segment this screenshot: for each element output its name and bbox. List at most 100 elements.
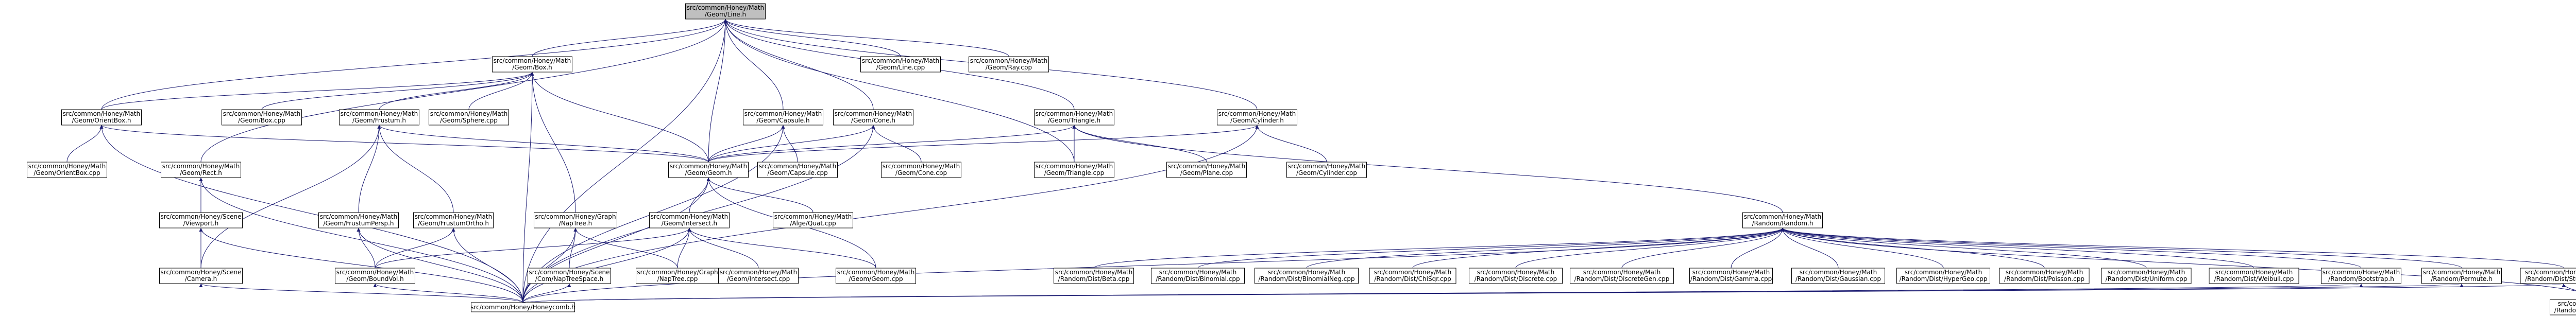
node-n30[interactable]: src/common/Honey/Graph/NapTree.cpp xyxy=(636,268,719,284)
edge-n33-to-n24 xyxy=(522,227,691,303)
node-n42[interactable]: src/common/Honey/Math/Random/Dist/HyperG… xyxy=(1896,268,1990,284)
node-n22[interactable]: src/common/Honey/Math/Geom/FrustumPersp.… xyxy=(318,212,399,228)
node-n27[interactable]: src/common/Honey/Scene/Camera.h xyxy=(159,268,243,284)
node-label-path: src/common/Honey/Math xyxy=(1159,269,1236,276)
edge-n4-to-n1 xyxy=(101,72,534,110)
node-box xyxy=(161,162,241,178)
node-label-file: /Com/NapTreeSpace.h xyxy=(535,275,603,283)
node-label-file: /Geom/Cylinder.cpp xyxy=(1296,169,1357,177)
node-n7[interactable]: src/common/Honey/Math/Geom/Sphere.cpp xyxy=(429,109,509,126)
node-label-path: src/common/Honey/Math xyxy=(1036,110,1113,117)
node-n32[interactable]: src/common/Honey/Math/Geom/Geom.cpp xyxy=(836,268,916,284)
node-n34[interactable]: src/common/Honey/Math/Random/Dist/Beta.c… xyxy=(1054,268,1134,284)
edge-n43-to-n26 xyxy=(1781,227,2045,269)
node-label-path: src/common/Honey/Math xyxy=(162,163,240,170)
node-n49[interactable]: src/common/Honey/Math/Random/Dist/Studen… xyxy=(2550,299,2576,315)
node-label-path: src/common/Honey/Math xyxy=(223,110,300,117)
node-label-file: /Geom/Line.cpp xyxy=(876,64,925,71)
node-box xyxy=(27,162,107,178)
node-n16[interactable]: src/common/Honey/Math/Geom/Cone.cpp xyxy=(881,162,961,178)
node-box xyxy=(318,212,399,228)
node-n8[interactable]: src/common/Honey/Math/Geom/Capsule.h xyxy=(743,109,823,126)
edge-n33-to-n26 xyxy=(522,227,1785,303)
node-n15[interactable]: src/common/Honey/Math/Geom/Capsule.cpp xyxy=(757,162,838,178)
edge-n23-to-n6 xyxy=(377,125,454,213)
node-n11[interactable]: src/common/Honey/Math/Geom/Cylinder.h xyxy=(1217,109,1297,126)
edge-n33-to-n0 xyxy=(522,19,727,303)
node-label-path: src/common/Honey/Math xyxy=(1692,269,1770,276)
node-n3[interactable]: src/common/Honey/Math/Geom/Ray.cpp xyxy=(969,56,1049,73)
node-label-path: src/common/Honey/Math xyxy=(1744,213,1821,220)
node-label-file: /Viewport.h xyxy=(183,220,219,227)
node-n45[interactable]: src/common/Honey/Math/Random/Dist/Weibul… xyxy=(2209,268,2299,284)
node-n18[interactable]: src/common/Honey/Math/Geom/Plane.cpp xyxy=(1166,162,1247,178)
node-box xyxy=(1034,162,1114,178)
node-label-path: src/common/Honey/Math xyxy=(1055,269,1132,276)
edge-n36-to-n26 xyxy=(1306,227,1785,269)
node-label-path: src/common/Honey/Math xyxy=(1288,163,1365,170)
edge-n34-to-n26 xyxy=(1093,227,1785,269)
edge-n21-to-n1 xyxy=(530,72,576,213)
node-box xyxy=(743,109,823,126)
edge-n25-to-n14 xyxy=(706,177,814,213)
node-n28[interactable]: src/common/Honey/Math/Geom/BoundVol.h xyxy=(335,268,415,284)
node-n33[interactable]: src/common/Honey/Honeycomb.h xyxy=(470,302,575,312)
edge-n46-to-n26 xyxy=(1781,227,2362,269)
node-n13[interactable]: src/common/Honey/Math/Geom/Rect.h xyxy=(161,162,241,178)
node-n44[interactable]: src/common/Honey/Math/Random/Dist/Unifor… xyxy=(2101,268,2192,284)
edge-n5-to-n1 xyxy=(261,72,534,110)
node-n31[interactable]: src/common/Honey/Math/Geom/Intersect.cpp xyxy=(718,268,799,284)
node-box xyxy=(1255,268,1359,284)
graph-edges xyxy=(66,19,2576,303)
node-n10[interactable]: src/common/Honey/Math/Geom/Triangle.h xyxy=(1034,109,1114,126)
node-label-file: /Random/Dist/Uniform.cpp xyxy=(2106,275,2188,283)
node-box xyxy=(1469,268,1563,284)
node-n21[interactable]: src/common/Honey/Graph/NapTree.h xyxy=(534,212,617,228)
node-label-file: /Random/Dist/DiscreteGen.cpp xyxy=(1574,275,1670,283)
node-n12[interactable]: src/common/Honey/Math/Geom/OrientBox.cpp xyxy=(27,162,107,178)
node-box xyxy=(1791,268,1885,284)
node-n25[interactable]: src/common/Honey/Math/Alge/Quat.cpp xyxy=(773,212,853,228)
node-n39[interactable]: src/common/Honey/Math/Random/Dist/Discre… xyxy=(1570,268,1674,284)
node-label-path: src/common/Honey/Math xyxy=(744,110,822,117)
node-n17[interactable]: src/common/Honey/Math/Geom/Triangle.cpp xyxy=(1034,162,1114,178)
node-n6[interactable]: src/common/Honey/Math/Geom/Frustum.h xyxy=(339,109,419,126)
node-n14[interactable]: src/common/Honey/Math/Geom/Geom.h xyxy=(668,162,749,178)
node-label-path: src/common/Honey/Graph xyxy=(637,269,718,276)
edge-n4-to-n0 xyxy=(101,19,727,110)
node-label-path: src/common/Honey/Math xyxy=(1036,163,1113,170)
node-box xyxy=(718,268,799,284)
node-n26[interactable]: src/common/Honey/Math/Random/Random.h xyxy=(1742,212,1823,228)
node-n43[interactable]: src/common/Honey/Math/Random/Dist/Poisso… xyxy=(1999,268,2090,284)
node-n20[interactable]: src/common/Honey/Scene/Viewport.h xyxy=(159,212,243,228)
edge-n14-to-n4 xyxy=(99,125,709,163)
node-label-path: src/common/Honey/Math xyxy=(1800,269,1877,276)
node-n1[interactable]: src/common/Honey/Math/Geom/Box.h xyxy=(492,56,572,73)
node-n29[interactable]: src/common/Honey/Scene/Com/NapTreeSpace.… xyxy=(528,268,611,284)
node-n38[interactable]: src/common/Honey/Math/Random/Dist/Discre… xyxy=(1469,268,1563,284)
edge-n49-to-n26 xyxy=(1781,227,2576,291)
node-n41[interactable]: src/common/Honey/Math/Random/Dist/Gaussi… xyxy=(1791,268,1885,284)
node-n46[interactable]: src/common/Honey/Math/Random/Bootstrap.h xyxy=(2321,268,2401,284)
node-n47[interactable]: src/common/Honey/Math/Random/Permute.h xyxy=(2421,268,2502,284)
node-label-path: src/common/Honey/Scene xyxy=(161,269,242,276)
node-box xyxy=(1286,162,1367,178)
node-n0[interactable]: src/common/Honey/Math/Geom/Line.h xyxy=(685,3,766,20)
node-label-path: src/common/Honey/Math xyxy=(341,110,418,117)
node-n19[interactable]: src/common/Honey/Math/Geom/Cylinder.cpp xyxy=(1286,162,1367,178)
node-n35[interactable]: src/common/Honey/Math/Random/Dist/Binomi… xyxy=(1151,268,1245,284)
edge-n2-to-n0 xyxy=(723,19,901,57)
node-label-file: /NapTree.cpp xyxy=(657,275,698,283)
node-n48[interactable]: src/common/Honey/Math/Random/Dist/Studen… xyxy=(2520,268,2576,284)
node-n2[interactable]: src/common/Honey/Math/Geom/Line.cpp xyxy=(860,56,941,73)
node-n37[interactable]: src/common/Honey/Math/Random/Dist/ChiSqr… xyxy=(1369,268,1456,284)
node-n23[interactable]: src/common/Honey/Math/Geom/FrustumOrtho.… xyxy=(413,212,494,228)
node-n36[interactable]: src/common/Honey/Math/Random/Dist/Binomi… xyxy=(1255,268,1359,284)
node-n9[interactable]: src/common/Honey/Math/Geom/Cone.h xyxy=(833,109,913,126)
node-n40[interactable]: src/common/Honey/Math/Random/Dist/Gamma.… xyxy=(1689,268,1773,284)
node-box xyxy=(1369,268,1456,284)
node-box xyxy=(1689,268,1773,284)
node-n5[interactable]: src/common/Honey/Math/Geom/Box.cpp xyxy=(222,109,302,126)
node-n4[interactable]: src/common/Honey/Math/Geom/OrientBox.h xyxy=(61,109,142,126)
node-n24[interactable]: src/common/Honey/Math/Geom/Intersect.h xyxy=(649,212,730,228)
